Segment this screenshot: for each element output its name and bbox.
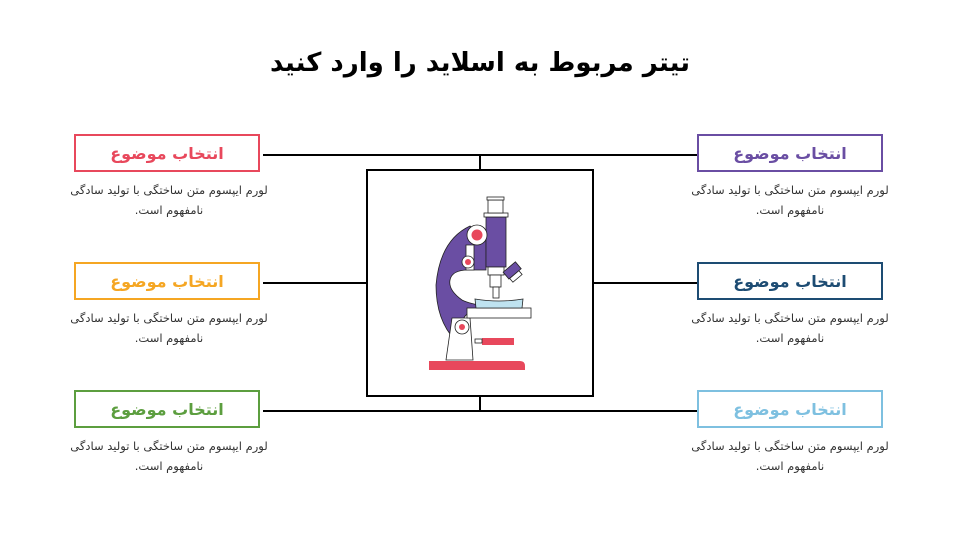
topic-box-left-1[interactable]: انتخاب موضوع (74, 134, 260, 172)
topic-box-left-2[interactable]: انتخاب موضوع (74, 262, 260, 300)
topic-box-left-3[interactable]: انتخاب موضوع (74, 390, 260, 428)
topic-desc-left-2: لورم ایپسوم متن ساختگی با تولید سادگی نا… (70, 311, 268, 345)
slide-title: تیتر مربوط به اسلاید را وارد کنید (270, 48, 690, 78)
topic-box-right-3[interactable]: انتخاب موضوع (697, 390, 883, 428)
topic-desc-right-1: لورم ایپسوم متن ساختگی با تولید سادگی نا… (691, 183, 889, 217)
topic-box-right-2[interactable]: انتخاب موضوع (697, 262, 883, 300)
topic-desc-right-2: لورم ایپسوم متن ساختگی با تولید سادگی نا… (691, 311, 889, 345)
topic-box-right-1[interactable]: انتخاب موضوع (697, 134, 883, 172)
topic-desc-left-1: لورم ایپسوم متن ساختگی با تولید سادگی نا… (70, 183, 268, 217)
topic-desc-right-3: لورم ایپسوم متن ساختگی با تولید سادگی نا… (691, 439, 889, 473)
center-frame (366, 169, 594, 397)
topic-desc-left-3: لورم ایپسوم متن ساختگی با تولید سادگی نا… (70, 439, 268, 473)
microscope-icon (429, 196, 532, 370)
